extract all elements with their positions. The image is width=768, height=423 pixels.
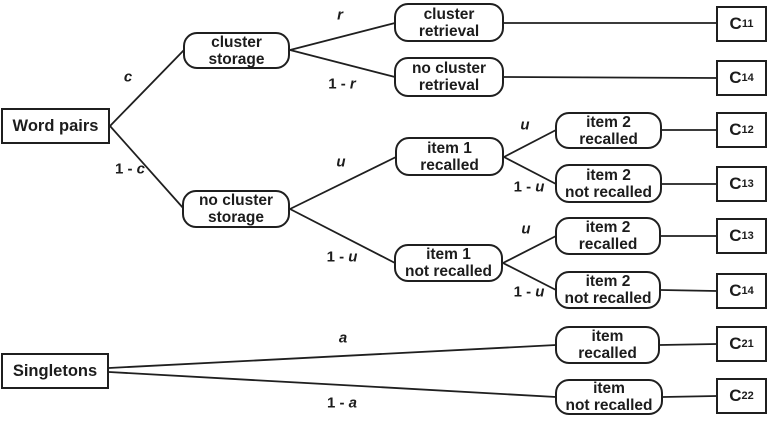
edge-word-pairs-cluster-storage <box>109 49 185 127</box>
outcome-c13-top-symbol: C <box>729 174 742 193</box>
edge-no-cluster-storage-item1-not-recalled <box>289 208 396 264</box>
branch-label-u-item1-not-recalled-var: u <box>521 220 531 238</box>
branch-label-one-minus-c: 1 - c <box>115 161 145 178</box>
node-item-recalled: item recalled <box>555 326 660 364</box>
node-item2-not-recalled-top-label: item 2 not recalled <box>565 166 652 201</box>
branch-label-one-minus-u-storage: 1 - u <box>327 249 358 266</box>
outcome-c14-top-symbol: C <box>729 68 742 87</box>
branch-label-one-minus-u-item1-not-recalled-var: u <box>535 283 545 301</box>
branch-label-r-var: r <box>337 6 343 24</box>
outcome-c11-symbol: C <box>729 14 742 33</box>
branch-label-one-minus-r-pre: 1 - <box>328 75 350 93</box>
node-item2-recalled-top-label: item 2 recalled <box>579 113 638 148</box>
branch-label-a-var: a <box>338 329 348 347</box>
branch-label-one-minus-r: 1 - r <box>328 76 356 93</box>
branch-label-r: r <box>337 7 343 24</box>
node-no-cluster-storage: no cluster storage <box>182 190 290 228</box>
edge-item1-recalled-item2-not-recalled <box>503 156 557 185</box>
branch-label-one-minus-u-item1-not-recalled: 1 - u <box>514 284 545 301</box>
node-cluster-retrieval: cluster retrieval <box>394 3 504 42</box>
branch-label-u-storage-var: u <box>336 153 346 171</box>
node-cluster-retrieval-label: cluster retrieval <box>418 5 480 40</box>
branch-label-one-minus-u-item1-recalled: 1 - u <box>514 179 545 196</box>
node-singletons: Singletons <box>1 353 109 389</box>
edge-item1-not-recalled-item2-not-recalled <box>502 262 557 291</box>
edge-item1-recalled-item2-recalled <box>503 129 557 158</box>
node-item2-recalled-top: item 2 recalled <box>555 112 662 149</box>
node-cluster-storage-label: cluster storage <box>208 33 265 68</box>
edge-singletons-item-not-recalled <box>108 371 557 398</box>
branch-label-one-minus-u-item1-not-recalled-pre: 1 - <box>513 283 536 301</box>
outcome-c12-symbol: C <box>729 120 742 139</box>
edge-item-not-recalled-c22 <box>662 395 718 398</box>
node-item2-not-recalled-top: item 2 not recalled <box>555 164 662 203</box>
node-cluster-storage: cluster storage <box>183 32 290 69</box>
outcome-c21-symbol: C <box>729 334 742 353</box>
node-word-pairs: Word pairs <box>1 108 110 144</box>
edge-item-recalled-c21 <box>659 343 718 346</box>
node-word-pairs-label: Word pairs <box>12 116 99 135</box>
branch-label-u-item1-not-recalled: u <box>521 221 530 238</box>
outcome-c22-symbol: C <box>729 386 742 405</box>
edge-cluster-storage-cluster-retrieval <box>289 22 396 51</box>
branch-label-a: a <box>339 330 347 347</box>
node-no-cluster-retrieval: no cluster retrieval <box>394 57 504 97</box>
branch-label-one-minus-r-var: r <box>349 75 356 93</box>
edge-no-cluster-storage-item1-recalled <box>289 156 397 210</box>
node-item1-recalled-label: item 1 recalled <box>420 139 479 174</box>
branch-label-u-item1-recalled-var: u <box>520 116 530 134</box>
node-item-not-recalled-label: item not recalled <box>565 380 653 414</box>
edge-no-cluster-retrieval-c14 <box>503 76 718 79</box>
branch-label-one-minus-a-pre: 1 - <box>326 394 349 412</box>
edge-item2-not-recalled-bottom-c14 <box>660 289 718 292</box>
node-no-cluster-storage-label: no cluster storage <box>198 192 274 226</box>
branch-label-one-minus-c-pre: 1 - <box>114 160 137 178</box>
branch-label-c: c <box>124 69 132 86</box>
edge-singletons-item-recalled <box>108 344 557 369</box>
node-item2-recalled-bottom: item 2 recalled <box>555 217 661 255</box>
edge-word-pairs-no-cluster-storage <box>109 125 185 210</box>
node-item2-not-recalled-bottom: item 2 not recalled <box>555 271 661 309</box>
node-item1-not-recalled: item 1 not recalled <box>394 244 503 282</box>
edge-cluster-storage-no-cluster-retrieval <box>289 49 396 78</box>
node-singletons-label: Singletons <box>12 361 98 380</box>
edge-item1-not-recalled-item2-recalled <box>502 235 557 264</box>
node-item2-recalled-bottom-label: item 2 recalled <box>578 219 638 253</box>
branch-label-one-minus-a: 1 - a <box>327 395 357 412</box>
branch-label-one-minus-u-item1-recalled-pre: 1 - <box>513 178 536 196</box>
node-item1-not-recalled-label: item 1 not recalled <box>405 246 492 280</box>
branch-label-one-minus-c-var: c <box>136 160 146 178</box>
node-item-not-recalled: item not recalled <box>555 379 663 415</box>
branch-label-one-minus-u-storage-pre: 1 - <box>326 248 349 266</box>
node-item2-not-recalled-bottom-label: item 2 not recalled <box>564 273 652 307</box>
node-item-recalled-label: item recalled <box>578 328 637 362</box>
node-no-cluster-retrieval-label: no cluster retrieval <box>411 60 487 94</box>
branch-label-u-item1-recalled: u <box>520 117 529 134</box>
node-item1-recalled: item 1 recalled <box>395 137 504 176</box>
outcome-c13-bottom-symbol: C <box>729 226 742 245</box>
branch-label-u-storage: u <box>336 154 345 171</box>
branch-label-one-minus-u-storage-var: u <box>348 248 358 266</box>
branch-label-one-minus-u-item1-recalled-var: u <box>535 178 545 196</box>
outcome-c14-bottom-symbol: C <box>729 281 742 300</box>
branch-label-c-var: c <box>123 68 133 86</box>
branch-label-one-minus-a-var: a <box>348 394 358 412</box>
